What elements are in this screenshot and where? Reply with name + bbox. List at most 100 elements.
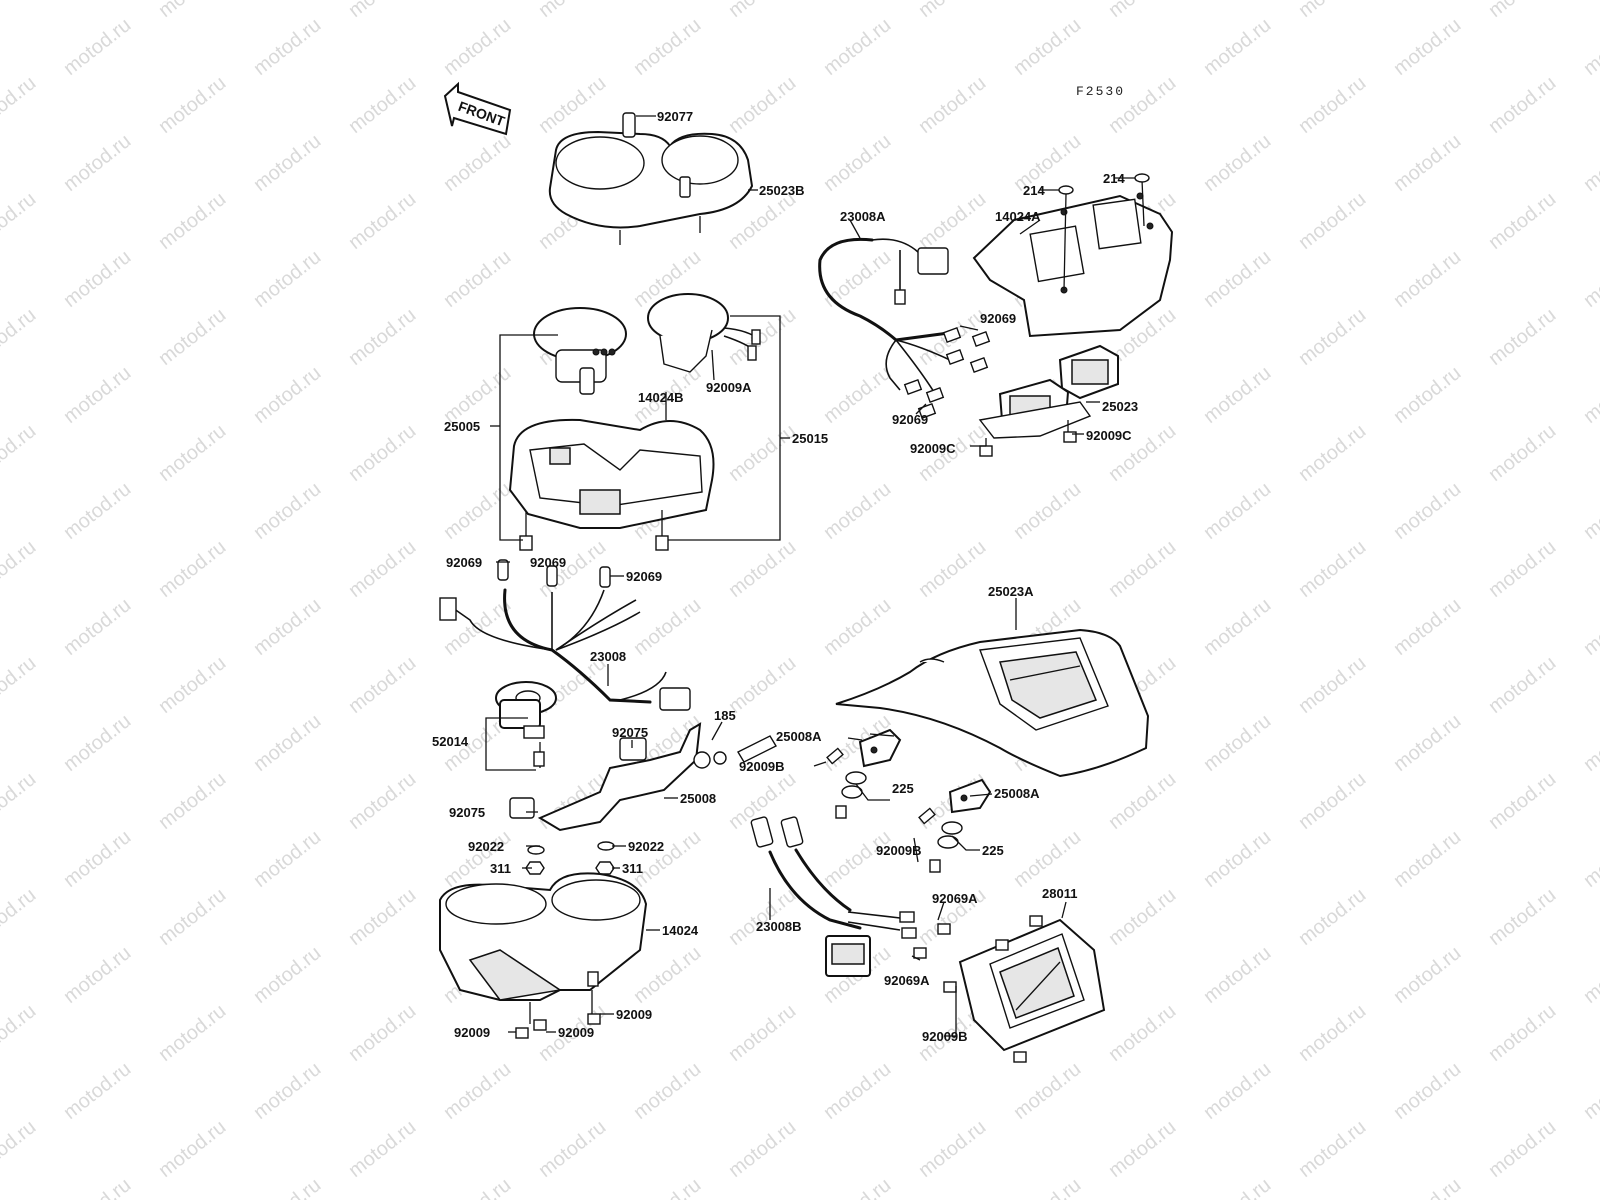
watermark-text: motod.ru — [1580, 362, 1600, 428]
watermark-text: motod.ru — [1485, 652, 1561, 718]
watermark-text: motod.ru — [1580, 478, 1600, 544]
label-92069-top: 92069 — [980, 311, 1016, 326]
watermark-text: motod.ru — [155, 72, 231, 138]
watermark-text: motod.ru — [1200, 594, 1276, 660]
watermark-text: motod.ru — [60, 478, 136, 544]
watermark-text: motod.ru — [0, 1000, 40, 1066]
watermark-text: motod.ru — [820, 1174, 896, 1200]
watermark-text: motod.ru — [1485, 1000, 1561, 1066]
meter-case-14024b-drawing — [508, 418, 715, 551]
wiring-harness-23008a-drawing — [818, 237, 991, 419]
watermark-text: motod.ru — [250, 362, 326, 428]
watermark-text: motod.ru — [155, 768, 231, 834]
watermark-text: motod.ru — [1390, 246, 1466, 312]
watermark-text: motod.ru — [345, 420, 421, 486]
watermark-text: motod.ru — [155, 652, 231, 718]
watermark-text: motod.ru — [345, 0, 421, 22]
watermark-text: motod.ru — [0, 536, 40, 602]
watermark-text: motod.ru — [1485, 768, 1561, 834]
label-14024: 14024 — [662, 923, 699, 938]
watermark-text: motod.ru — [0, 768, 40, 834]
label-25008a-a: 25008A — [776, 729, 822, 744]
watermark-text: motod.ru — [60, 246, 136, 312]
meter-cover-25023b-drawing — [548, 112, 754, 245]
watermark-text: motod.ru — [1105, 884, 1181, 950]
watermark-text: motod.ru — [1105, 0, 1181, 22]
watermark-text: motod.ru — [915, 188, 991, 254]
label-92009b-a: 92009B — [739, 759, 785, 774]
watermark-text: motod.ru — [1485, 188, 1561, 254]
upper-cowl-25023a-drawing — [835, 628, 1150, 778]
watermark-text: motod.ru — [1295, 536, 1371, 602]
watermark-text: motod.ru — [440, 130, 516, 196]
watermark-text: motod.ru — [0, 72, 40, 138]
label-92075-a: 92075 — [612, 725, 648, 740]
watermark-text: motod.ru — [1580, 594, 1600, 660]
watermark-text: motod.ru — [1295, 1000, 1371, 1066]
watermark-text: motod.ru — [630, 14, 706, 80]
watermark-text: motod.ru — [725, 1000, 801, 1066]
watermark-text: motod.ru — [345, 304, 421, 370]
watermark-text: motod.ru — [440, 478, 516, 544]
label-92069-mid: 92069 — [892, 412, 928, 427]
watermark-text: motod.ru — [1295, 420, 1371, 486]
watermark-text: motod.ru — [1390, 362, 1466, 428]
wiring-harness-23008-drawing — [439, 559, 691, 711]
watermark-text: motod.ru — [1010, 130, 1086, 196]
label-92009-b: 92009 — [454, 1025, 490, 1040]
label-92009b-c: 92009B — [922, 1029, 968, 1044]
watermark-text: motod.ru — [1010, 478, 1086, 544]
watermark-text: motod.ru — [1200, 130, 1276, 196]
watermark-text: motod.ru — [0, 652, 40, 718]
watermark-text: motod.ru — [820, 594, 896, 660]
watermark-text: motod.ru — [1200, 362, 1276, 428]
watermark-text: motod.ru — [1390, 1174, 1466, 1200]
label-25023a: 25023A — [988, 584, 1034, 599]
watermark-text: motod.ru — [0, 420, 40, 486]
label-25008a-b: 25008A — [994, 786, 1040, 801]
label-92009-a: 92009 — [616, 1007, 652, 1022]
watermark-text: motod.ru — [1580, 826, 1600, 892]
screw-214-drawing — [1058, 173, 1150, 195]
watermark-text: motod.ru — [1485, 884, 1561, 950]
watermark-text: motod.ru — [820, 362, 896, 428]
watermark-text: motod.ru — [250, 14, 326, 80]
label-214-a: 214 — [1023, 183, 1045, 198]
watermark-text: motod.ru — [1200, 246, 1276, 312]
watermark-text: motod.ru — [440, 246, 516, 312]
watermark-text: motod.ru — [155, 420, 231, 486]
watermark-text: motod.ru — [1295, 188, 1371, 254]
watermark-text: motod.ru — [345, 1116, 421, 1182]
label-92009c-b: 92009C — [1086, 428, 1132, 443]
label-25008: 25008 — [680, 791, 716, 806]
label-214-b: 214 — [1103, 171, 1125, 186]
watermark-text: motod.ru — [1580, 14, 1600, 80]
watermark-text: motod.ru — [915, 1116, 991, 1182]
watermark-text: motod.ru — [1485, 420, 1561, 486]
watermark-text: motod.ru — [345, 188, 421, 254]
watermark-text: motod.ru — [1580, 130, 1600, 196]
watermark-text: motod.ru — [250, 478, 326, 544]
watermark-text: motod.ru — [1200, 1174, 1276, 1200]
watermark-text: motod.ru — [1580, 710, 1600, 776]
speedometer-drawing — [533, 307, 627, 395]
watermark-text: motod.ru — [1580, 1174, 1600, 1200]
label-92075-b: 92075 — [449, 805, 485, 820]
label-92009-c: 92009 — [558, 1025, 594, 1040]
watermark-text: motod.ru — [155, 1000, 231, 1066]
label-14024a: 14024A — [995, 209, 1041, 224]
watermark-text: motod.ru — [345, 884, 421, 950]
watermark-text: motod.ru — [0, 884, 40, 950]
watermark-text: motod.ru — [1295, 768, 1371, 834]
watermark-text: motod.ru — [725, 72, 801, 138]
watermark-text: motod.ru — [1485, 0, 1561, 22]
watermark-text: motod.ru — [820, 130, 896, 196]
watermark-text: motod.ru — [1390, 14, 1466, 80]
watermark-text: motod.ru — [1200, 942, 1276, 1008]
label-92022-a: 92022 — [468, 839, 504, 854]
watermark-text: motod.ru — [250, 1174, 326, 1200]
watermark-text: motod.ru — [630, 1174, 706, 1200]
watermark-text: motod.ru — [60, 1058, 136, 1124]
label-23008a: 23008A — [840, 209, 886, 224]
